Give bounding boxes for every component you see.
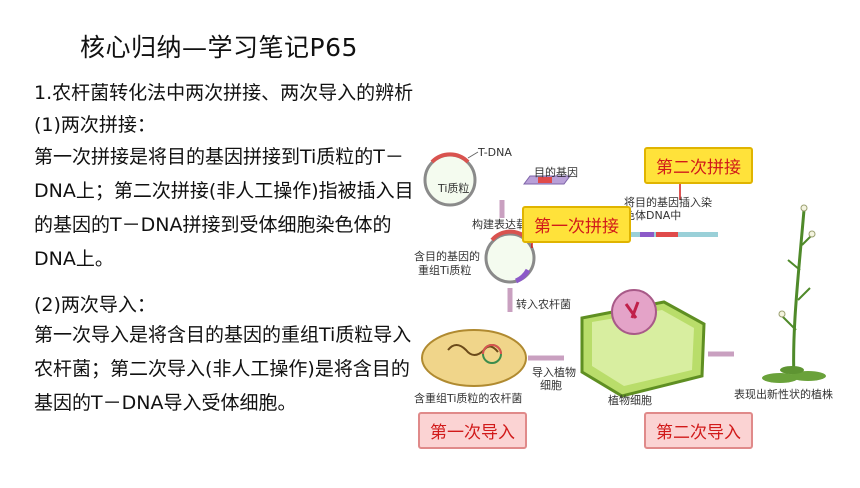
ti-plasmid-icon <box>423 152 477 207</box>
label-import-plant-line2: 细胞 <box>540 379 562 392</box>
label-tdna: T-DNA <box>478 146 512 159</box>
subheading-two-imports: (2)两次导入： <box>34 294 156 316</box>
callout-second-import: 第二次导入 <box>644 412 753 449</box>
diagram-graphics <box>421 151 826 398</box>
label-insert-chromosome: 将目的基因插入染色体DNA中 <box>624 196 712 222</box>
tdna-pointer <box>467 151 479 159</box>
agrobacterium-transformation-diagram: T-DNA Ti质粒 目的基因 构建表达载体 将目的基因插入染色体DNA中 含目… <box>412 140 860 484</box>
label-transfer-agro: 转入农杆菌 <box>516 298 571 311</box>
label-ti-plasmid: Ti质粒 <box>438 182 470 195</box>
label-new-trait-plant: 表现出新性状的植株 <box>734 388 833 401</box>
label-target-gene: 目的基因 <box>534 166 578 179</box>
subheading-two-splices: (1)两次拼接： <box>34 114 156 136</box>
label-agro-with-plasmid: 含重组Ti质粒的农杆菌 <box>414 392 523 405</box>
label-construct-vector: 构建表达载体 <box>472 218 538 231</box>
agrobacterium-icon <box>421 329 527 387</box>
target-gene-icon <box>523 175 571 185</box>
callout-second-splice: 第二次拼接 <box>644 147 753 184</box>
callout-first-import: 第一次导入 <box>418 412 527 449</box>
paragraph-two-imports: 第一次导入是将含目的基因的重组Ti质粒导入农杆菌；第二次导入(非人工操作)是将含… <box>34 324 412 414</box>
label-recombinant-ti-line1: 含目的基因的 <box>414 250 480 263</box>
paragraph-two-splices: 第一次拼接是将目的基因拼接到Ti质粒的T－DNA上；第二次拼接(非人工操作)指被… <box>34 146 414 270</box>
transgenic-plant-icon <box>762 204 826 383</box>
label-recombinant-ti-line2: 重组Ti质粒 <box>418 264 472 277</box>
label-plant-cell: 植物细胞 <box>608 394 652 407</box>
callout-first-splice: 第一次拼接 <box>522 206 631 243</box>
label-import-plant-line1: 导入植物 <box>532 366 576 379</box>
chromosome-dna-icon <box>626 232 718 237</box>
section-heading: 1.农杆菌转化法中两次拼接、两次导入的辨析 <box>34 82 414 104</box>
plant-cell-icon <box>580 289 706 398</box>
page-title: 核心归纳—学习笔记P65 <box>80 33 358 62</box>
